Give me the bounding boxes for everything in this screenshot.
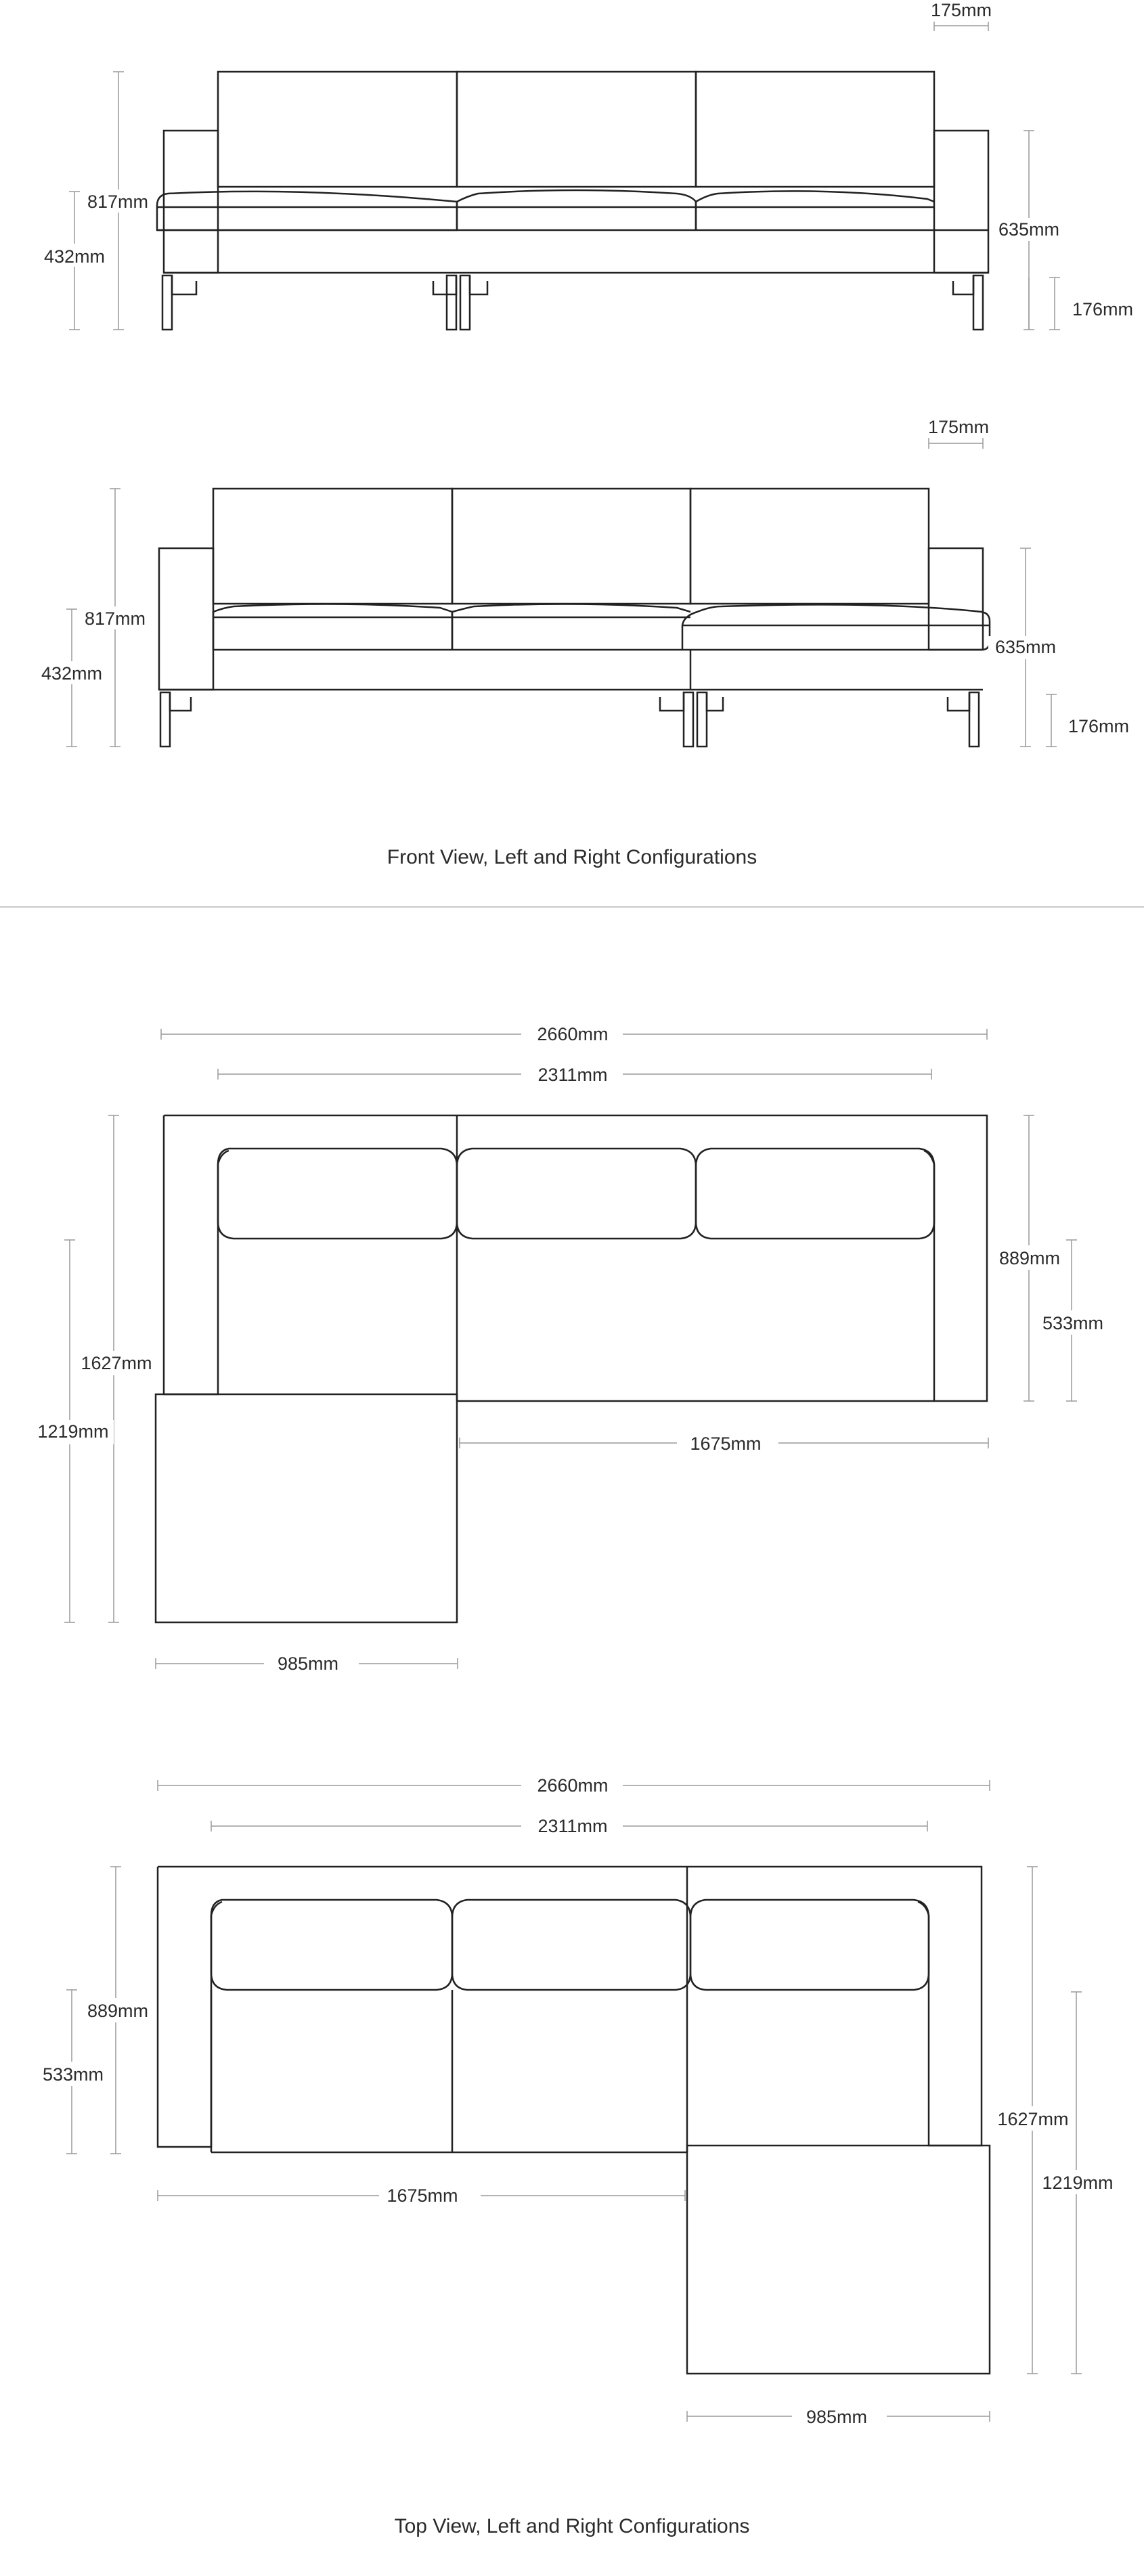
front-view-right-config	[158, 487, 991, 748]
top-left-chaise-length-label: 1219mm	[37, 1421, 108, 1442]
front-right-arm-width-label: 175mm	[928, 417, 989, 437]
front-left-leg-height-label: 176mm	[1072, 299, 1133, 319]
front-left-overall-height-label: 817mm	[87, 192, 148, 212]
section-divider	[0, 906, 1144, 908]
top-left-sofa-section-width-label: 1675mm	[690, 1434, 761, 1454]
front-right-overall-height-label: 817mm	[85, 608, 146, 629]
front-left-arm-width-label: 175mm	[931, 0, 992, 20]
front-view-caption: Front View, Left and Right Configuration…	[387, 846, 757, 868]
top-view-caption: Top View, Left and Right Configurations	[394, 2515, 750, 2537]
top-left-overall-width-label: 2660mm	[537, 1024, 608, 1044]
top-left-overall-depth-label: 1627mm	[81, 1353, 152, 1373]
top-right-overall-width-label: 2660mm	[537, 1775, 608, 1796]
top-view-left-config	[154, 1114, 988, 1624]
top-right-sofa-section-width-label: 1675mm	[387, 2185, 458, 2206]
top-view-right-config	[156, 1865, 991, 2375]
top-right-inner-width-label: 2311mm	[537, 1816, 607, 1836]
front-right-arm-height-label: 635mm	[995, 637, 1056, 657]
front-view-right-dimension-lines	[66, 438, 1057, 747]
front-left-seat-height-label: 432mm	[44, 246, 105, 267]
top-right-overall-depth-label: 1627mm	[997, 2109, 1068, 2129]
top-right-chaise-width-label: 985mm	[806, 2407, 867, 2427]
top-right-chaise-length-label: 1219mm	[1042, 2173, 1113, 2193]
top-view-right-dimension-lines	[66, 1780, 1082, 2422]
front-view-left-config	[156, 70, 990, 331]
front-view-left-dimension-lines	[69, 20, 1060, 330]
top-left-inner-width-label: 2311mm	[537, 1065, 607, 1085]
top-left-seat-depth-label: 889mm	[999, 1248, 1060, 1268]
top-left-chaise-width-label: 985mm	[278, 1653, 338, 1674]
top-left-cushion-depth-label: 533mm	[1042, 1313, 1103, 1333]
top-right-seat-depth-label: 889mm	[87, 2001, 148, 2021]
front-right-leg-height-label: 176mm	[1068, 716, 1129, 736]
top-right-cushion-depth-label: 533mm	[43, 2064, 104, 2085]
front-left-arm-height-label: 635mm	[998, 219, 1059, 240]
front-right-seat-height-label: 432mm	[41, 663, 102, 684]
top-view-left-dimension-lines	[64, 1029, 1077, 1669]
